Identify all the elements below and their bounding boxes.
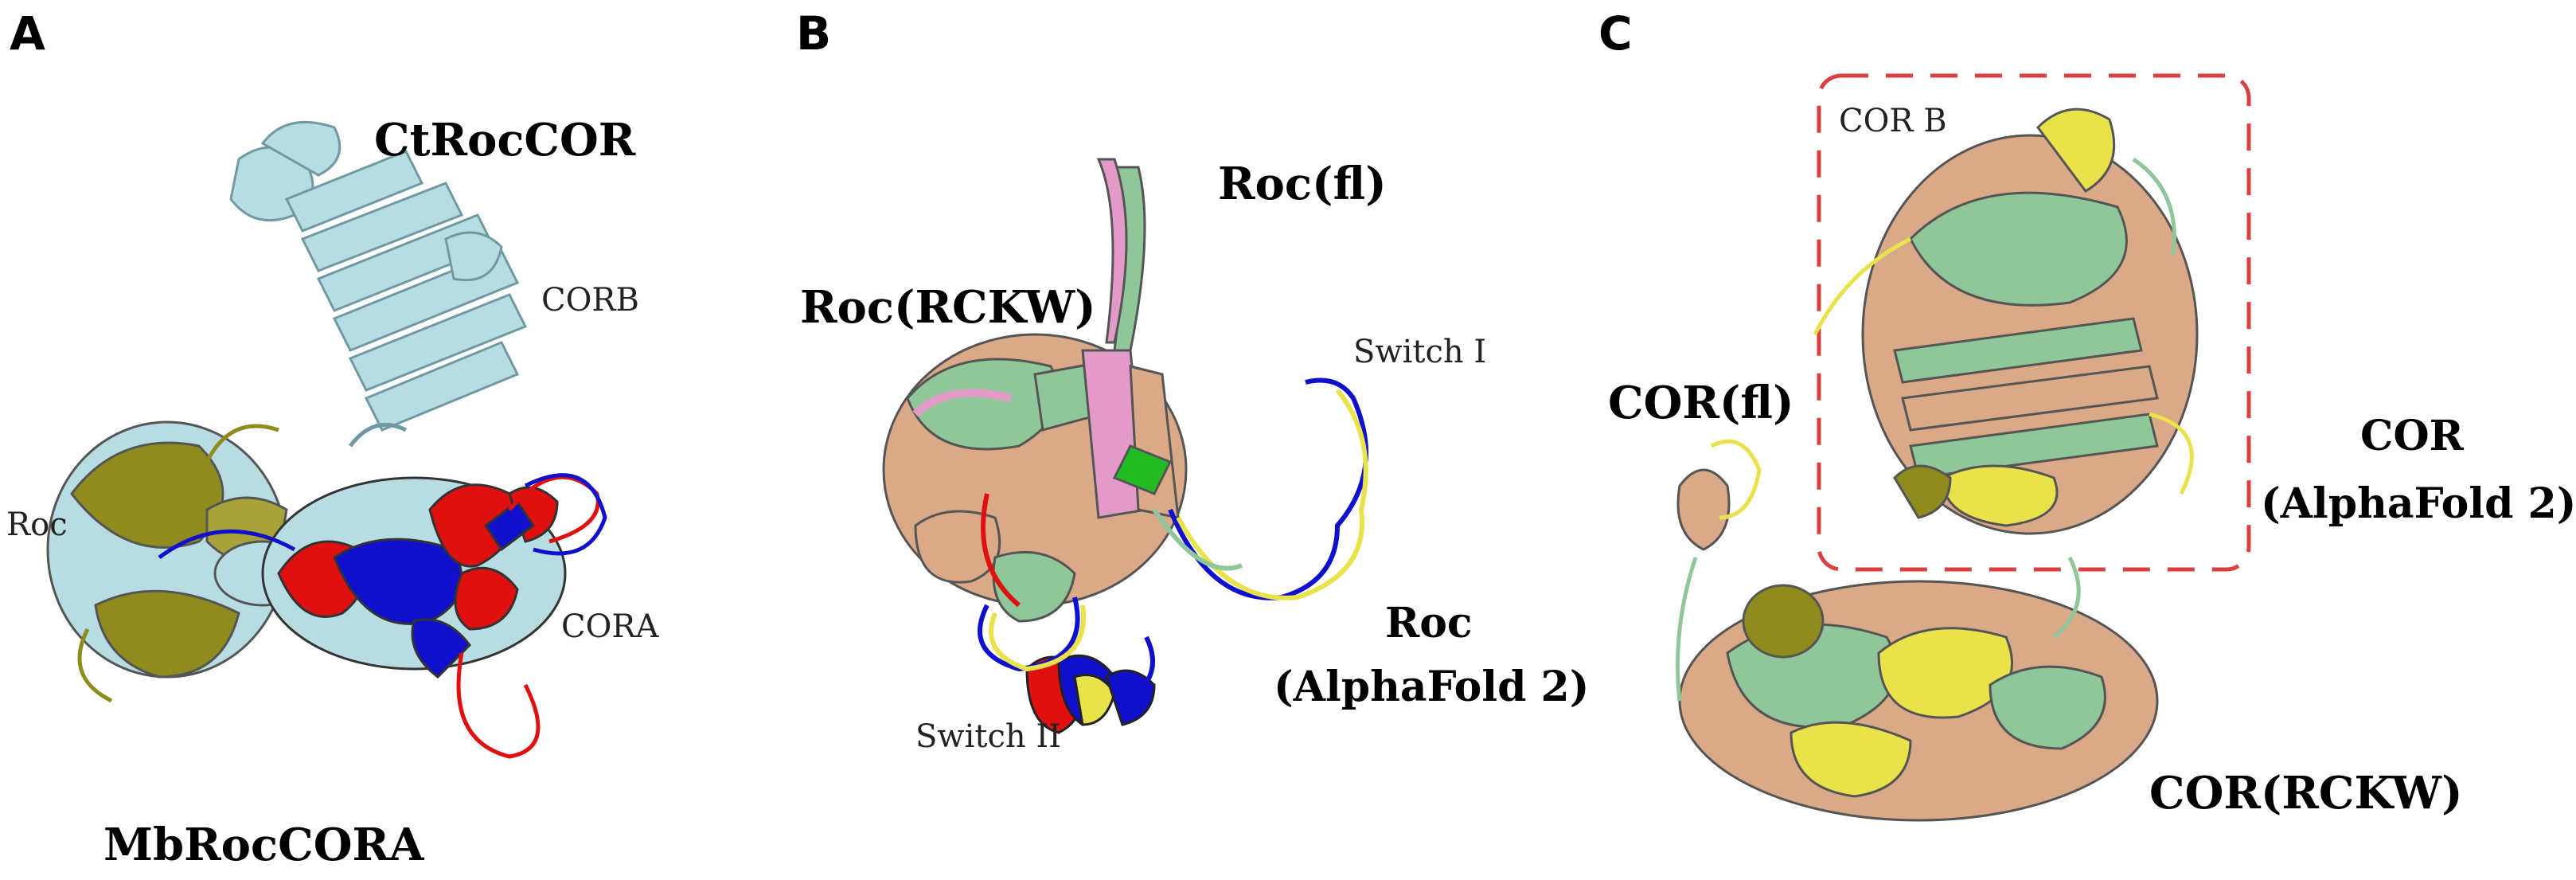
label-roc-alphafold-line2: (AlphaFold 2)	[1274, 663, 1589, 711]
label-roc-rckw: Roc(RCKW)	[800, 281, 1096, 334]
panel-c-letter: C	[1598, 6, 1633, 61]
panel-b-structure-render	[882, 158, 1368, 734]
panel-c-loops	[1676, 157, 2194, 702]
cor-b-overlay-ribbons	[1861, 108, 2199, 535]
panel-a-loops	[77, 422, 607, 759]
roc-domain-ribbons	[46, 420, 312, 679]
panel-a-letter: A	[10, 6, 45, 61]
label-roc-fl: Roc(fl)	[1218, 158, 1387, 210]
label-switch-ii: Switch II	[915, 718, 1061, 755]
panel-c-structure-render	[1676, 108, 2199, 822]
panel-a-structure-render	[46, 120, 607, 759]
label-cor-fl: COR(fl)	[1608, 377, 1794, 429]
label-switch-i: Switch I	[1353, 334, 1486, 370]
label-cor-alphafold-line1: COR	[2360, 412, 2465, 460]
cora-domain-ribbons	[261, 476, 567, 679]
panel-b: B	[796, 6, 1589, 755]
roc-overlay-ribbons	[882, 158, 1188, 623]
label-roc-alphafold-line1: Roc	[1385, 599, 1473, 647]
label-cora: CORA	[561, 608, 660, 645]
panel-b-letter: B	[796, 6, 831, 61]
label-cor-alphafold-line2: (AlphaFold 2)	[2261, 479, 2576, 528]
switch-loops	[978, 377, 1368, 695]
ctroccor-corb-ribbons	[229, 120, 528, 432]
cor-b-dashed-box	[1817, 73, 2251, 572]
label-mbroccora: MbRocCORA	[103, 819, 425, 871]
label-cor-rckw: COR(RCKW)	[2149, 767, 2463, 819]
cor-a-overlay-ribbons	[1676, 468, 2159, 822]
panel-a: A	[6, 6, 660, 871]
label-cor-b: COR B	[1839, 103, 1947, 139]
label-roc: Roc	[6, 506, 68, 543]
label-ctroccor: CtRocCOR	[374, 114, 636, 166]
label-corb: CORB	[541, 282, 639, 319]
panel-c: C	[1598, 6, 2576, 822]
switch-ii-helices	[1025, 654, 1156, 734]
